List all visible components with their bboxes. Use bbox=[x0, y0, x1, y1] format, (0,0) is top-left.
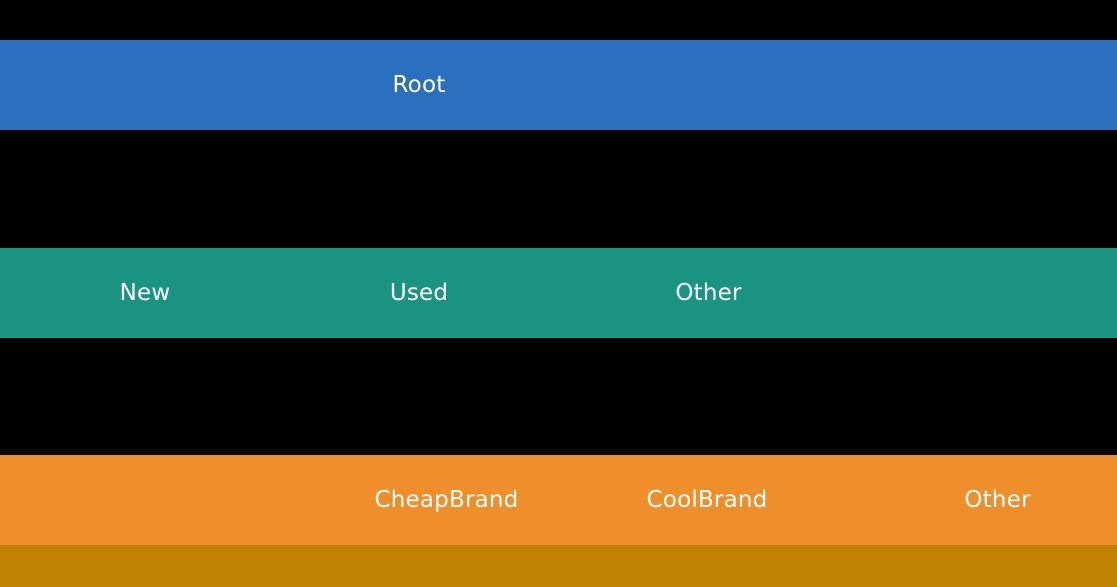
icicle-node-segment[interactable] bbox=[245, 248, 318, 338]
icicle-node-segment[interactable] bbox=[807, 455, 878, 545]
icicle-node-label: Other bbox=[964, 486, 1031, 513]
icicle-node-used[interactable]: Used bbox=[318, 248, 520, 338]
icicle-node-cheapbrand[interactable]: CheapBrand bbox=[345, 455, 548, 545]
icicle-node-segment[interactable] bbox=[520, 248, 607, 338]
icicle-node-label: Other bbox=[675, 279, 742, 306]
level-2-condition: New Used Other bbox=[0, 248, 1117, 338]
icicle-node-root[interactable]: Root bbox=[318, 40, 520, 130]
icicle-node-label: Root bbox=[392, 71, 446, 98]
icicle-node-label: Used bbox=[389, 279, 449, 306]
icicle-node-segment[interactable] bbox=[810, 248, 1117, 338]
icicle-node-new[interactable]: New bbox=[45, 248, 245, 338]
icicle-node-label: New bbox=[119, 279, 171, 306]
icicle-node-coolbrand[interactable]: CoolBrand bbox=[607, 455, 807, 545]
level-4-leaf bbox=[0, 545, 1117, 587]
icicle-node-segment[interactable] bbox=[520, 40, 1117, 130]
icicle-node-segment[interactable] bbox=[0, 40, 318, 130]
icicle-node-label: CheapBrand bbox=[374, 486, 519, 513]
level-1-root: Root bbox=[0, 40, 1117, 130]
icicle-node-segment[interactable] bbox=[548, 455, 607, 545]
icicle-node-segment[interactable] bbox=[0, 455, 345, 545]
icicle-node-other[interactable]: Other bbox=[878, 455, 1117, 545]
level-3-brand: CheapBrand CoolBrand Other bbox=[0, 455, 1117, 545]
icicle-node-other[interactable]: Other bbox=[607, 248, 810, 338]
icicle-node-segment[interactable] bbox=[0, 248, 45, 338]
icicle-node-segment[interactable] bbox=[0, 545, 1117, 587]
icicle-node-label: CoolBrand bbox=[646, 486, 768, 513]
